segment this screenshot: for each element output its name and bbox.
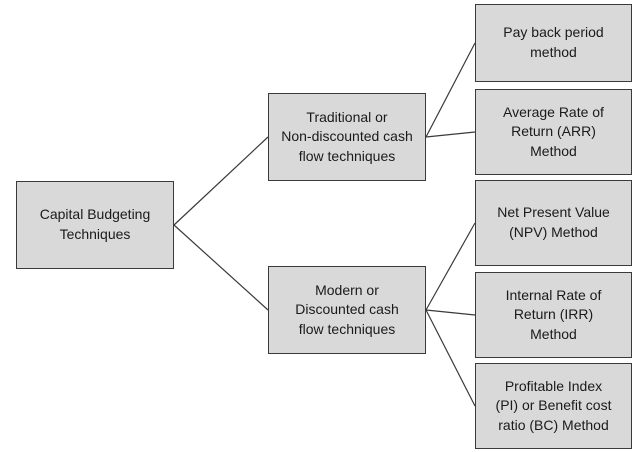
method-node-profitability-index: Profitable Index (PI) or Benefit cost ra…: [475, 363, 632, 449]
connector-modern-pi: [425, 309, 476, 407]
npv-node-label: Net Present Value (NPV) Method: [497, 204, 610, 240]
method-node-arr: Average Rate of Return (ARR) Method: [475, 89, 632, 175]
method-node-irr: Internal Rate of Return (IRR) Method: [475, 272, 632, 358]
pi-node-label: Profitable Index (PI) or Benefit cost ra…: [495, 377, 612, 433]
connector-root-traditional: [173, 136, 269, 226]
category-node-modern: Modern or Discounted cash flow technique…: [268, 266, 426, 354]
modern-node-label: Modern or Discounted cash flow technique…: [295, 281, 399, 337]
connector-modern-irr: [425, 309, 476, 316]
arr-node-label: Average Rate of Return (ARR) Method: [503, 103, 604, 159]
root-node-label: Capital Budgeting Techniques: [39, 206, 151, 242]
connector-traditional-arr: [425, 131, 476, 138]
connector-modern-npv: [425, 222, 476, 311]
connector-traditional-payback: [425, 42, 476, 138]
irr-node-label: Internal Rate of Return (IRR) Method: [505, 286, 602, 342]
root-node-capital-budgeting: Capital Budgeting Techniques: [16, 181, 174, 269]
category-node-traditional: Traditional or Non-discounted cash flow …: [268, 93, 426, 181]
connector-root-modern: [173, 224, 269, 311]
method-node-npv: Net Present Value (NPV) Method: [475, 180, 632, 266]
traditional-node-label: Traditional or Non-discounted cash flow …: [281, 108, 413, 164]
method-node-payback-period: Pay back period method: [475, 4, 632, 82]
payback-node-label: Pay back period method: [503, 24, 604, 60]
